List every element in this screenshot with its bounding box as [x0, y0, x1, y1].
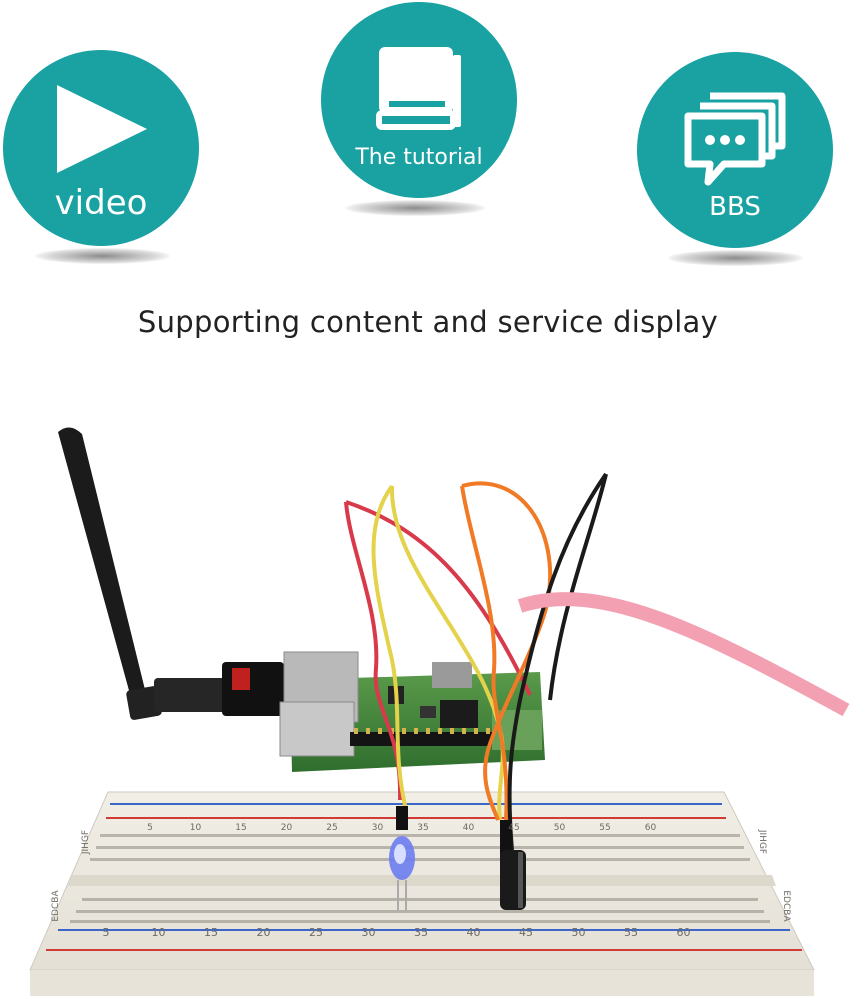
bbs-label: BBS [709, 192, 761, 222]
breadboard-bottom-number: 25 [309, 926, 323, 939]
breadboard-bottom-number: 10 [152, 926, 166, 939]
breadboard-bottom-number: 30 [362, 926, 376, 939]
jumper-wires [344, 472, 850, 851]
page-heading: Supporting content and service display [137, 305, 719, 339]
breadboard-top-number: 25 [326, 823, 337, 833]
book-icon [376, 46, 461, 130]
breadboard [29, 791, 815, 996]
breadboard-top-number: 5 [147, 823, 153, 833]
breadboard-top-number: 10 [190, 823, 202, 833]
video-shadow [35, 248, 170, 264]
wifi-antenna [58, 427, 284, 720]
breadboard-bottom-number: 35 [414, 926, 428, 939]
breadboard-top-number: 20 [281, 823, 293, 833]
breadboard-bottom-number: 5 [103, 926, 110, 939]
breadboard-row-letters: EDCBA [51, 890, 61, 922]
breadboard-bottom-number: 60 [677, 926, 691, 939]
breadboard-bottom-number: 45 [519, 926, 533, 939]
play-icon [57, 85, 147, 173]
breadboard-photo: 5 10 15 20 25 30 35 40 45 50 55 60 5 10 15 20 25 30 35 40 45… [29, 427, 850, 996]
breadboard-row-letters: EDCBA [781, 890, 791, 922]
breadboard-row-letters: JIHGF [757, 829, 767, 854]
breadboard-top-number: 55 [599, 823, 610, 833]
breadboard-top-number: 40 [463, 823, 475, 833]
blue-led [389, 806, 415, 910]
breadboard-bottom-number: 20 [257, 926, 271, 939]
breadboard-bottom-number: 50 [572, 926, 586, 939]
tutorial-label: The tutorial [355, 144, 483, 170]
breadboard-bottom-number: 40 [467, 926, 481, 939]
capacitor [500, 820, 526, 910]
tutorial-shadow [345, 200, 485, 216]
tutorial-button[interactable]: The tutorial [321, 2, 517, 198]
breadboard-top-number: 60 [645, 823, 657, 833]
breadboard-top-number: 50 [554, 823, 566, 833]
bbs-button[interactable]: BBS [637, 52, 833, 248]
chat-bubbles-icon [684, 92, 786, 186]
breadboard-bottom-number: 55 [624, 926, 638, 939]
video-button[interactable]: video [3, 50, 199, 246]
breadboard-row-letters: JIHGF [81, 830, 91, 855]
bbs-shadow [668, 250, 803, 266]
breadboard-bottom-number: 15 [204, 926, 218, 939]
breadboard-top-number: 45 [508, 823, 519, 833]
breadboard-top-number: 15 [235, 823, 246, 833]
breadboard-top-number: 30 [372, 823, 384, 833]
breadboard-top-number: 35 [417, 823, 428, 833]
video-label: video [54, 183, 148, 223]
